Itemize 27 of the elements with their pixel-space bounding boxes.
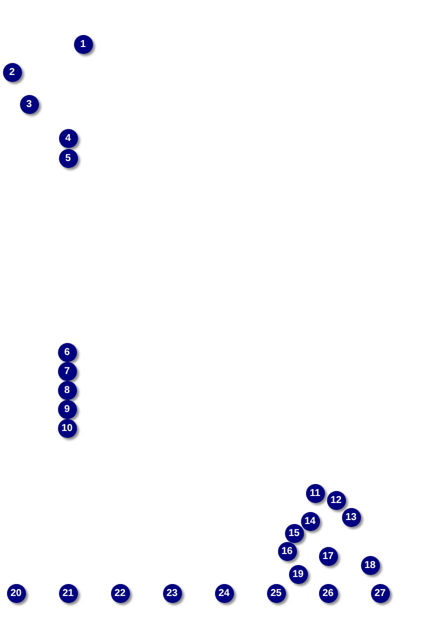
callout-number: 4 bbox=[58, 128, 78, 148]
callout-number: 16 bbox=[278, 542, 296, 560]
callout-number: 10 bbox=[58, 418, 76, 438]
callout-number: 14 bbox=[300, 512, 320, 530]
callout-number: 18 bbox=[360, 556, 380, 574]
callout-number: 15 bbox=[284, 524, 304, 542]
callout-number: 5 bbox=[58, 148, 78, 168]
callout-number: 9 bbox=[58, 400, 76, 418]
callout-number: 23 bbox=[162, 584, 182, 602]
callout-number: 21 bbox=[58, 584, 78, 602]
callout-number: 24 bbox=[214, 584, 234, 602]
callout-number: 12 bbox=[326, 490, 346, 510]
callout-number: 20 bbox=[6, 584, 26, 602]
callout-number: 13 bbox=[342, 508, 360, 526]
callout-number: 17 bbox=[318, 546, 338, 566]
callout-number: 22 bbox=[110, 584, 130, 602]
callout-number: 8 bbox=[58, 380, 76, 400]
callout-number: 1 bbox=[74, 34, 92, 54]
callout-number: 19 bbox=[288, 564, 308, 584]
callout-number: 3 bbox=[20, 94, 38, 114]
callout-number: 26 bbox=[318, 584, 338, 602]
callout-number: 25 bbox=[266, 584, 286, 602]
callout-number: 7 bbox=[58, 362, 76, 380]
callout-number: 6 bbox=[58, 342, 76, 362]
callout-number: 2 bbox=[2, 62, 22, 82]
callout-number: 27 bbox=[370, 584, 390, 602]
callout-number: 11 bbox=[306, 484, 324, 502]
